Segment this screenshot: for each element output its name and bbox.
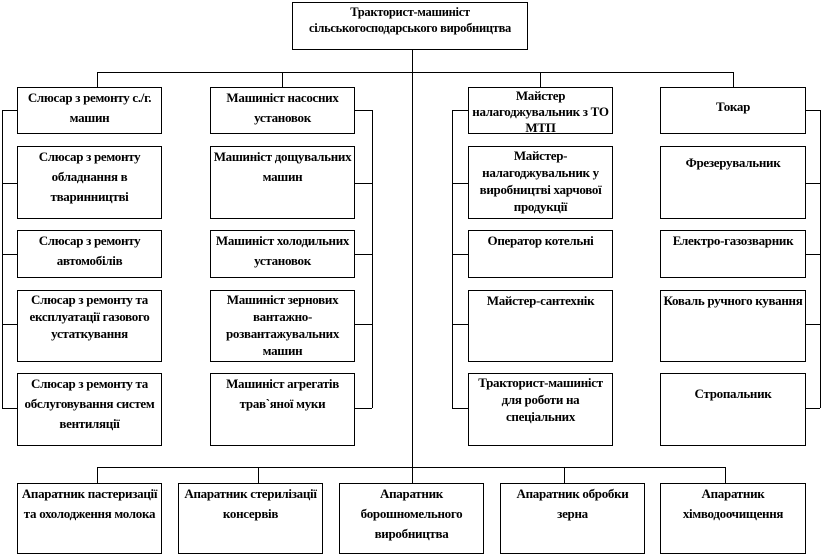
col1-box-1: Слюсар з ремонту обладнання в тваринницт… — [17, 146, 162, 219]
connector — [2, 254, 17, 255]
connector — [806, 110, 820, 111]
connector — [452, 110, 468, 111]
col4-box-3: Коваль ручного кування — [660, 290, 806, 362]
root-box: Тракторист-машиніст сільськогосподарсько… — [292, 2, 528, 50]
col3-box-3: Майстер-сантехнік — [468, 290, 613, 362]
connector — [355, 183, 372, 184]
connector — [806, 254, 820, 255]
connector — [355, 408, 372, 409]
top-bus-line — [97, 72, 734, 73]
connector — [806, 324, 820, 325]
trunk-line — [412, 49, 413, 467]
bracket-col1 — [2, 110, 3, 408]
connector — [452, 183, 468, 184]
col1-box-2: Слюсар з ремонту автомобілів — [17, 230, 162, 278]
connector — [2, 183, 17, 184]
bottom-bus-line — [97, 467, 726, 468]
top-box-3: Майстер налагоджувальник з ТО МТП — [468, 87, 613, 134]
col3-box-4: Тракторист-машиніст для роботи на спеціа… — [468, 373, 613, 446]
col2-box-1: Машиніст дощувальних машин — [210, 146, 355, 219]
col4-box-1: Фрезерувальник — [660, 146, 806, 219]
col4-box-2: Електро-газозварник — [660, 230, 806, 278]
bottom-box-2: Апаратник стерилізації консервів — [178, 483, 323, 554]
bracket-col4 — [820, 110, 821, 408]
connector — [2, 408, 17, 409]
connector — [355, 324, 372, 325]
connector — [725, 467, 726, 483]
connector — [258, 467, 259, 483]
connector — [97, 72, 98, 87]
col1-box-3: Слюсар з ремонту та експлуатації газовог… — [17, 290, 162, 362]
connector — [412, 467, 413, 483]
connector — [452, 324, 468, 325]
col2-box-3: Машиніст зернових вантажно-розвантажувал… — [210, 290, 355, 362]
col2-box-2: Машиніст холодильних установок — [210, 230, 355, 278]
col4-box-4: Стропальник — [660, 373, 806, 446]
top-box-1: Слюсар з ремонту с./г. машин — [17, 87, 162, 134]
connector — [282, 72, 283, 87]
connector — [806, 408, 820, 409]
col3-box-1: Майстер-налагоджувальник у виробництві х… — [468, 146, 613, 219]
connector — [806, 183, 820, 184]
col2-box-4: Машиніст агрегатів трав`яної муки — [210, 373, 355, 446]
connector — [540, 72, 541, 87]
connector — [2, 110, 17, 111]
bottom-box-3: Апаратник борошномельного виробництва — [339, 483, 484, 554]
col1-box-4: Слюсар з ремонту та обслуговування систе… — [17, 373, 162, 446]
bottom-box-1: Апаратник пастеризації та охолодження мо… — [17, 483, 162, 554]
bottom-box-4: Апаратник обробки зерна — [500, 483, 645, 554]
connector — [733, 72, 734, 87]
bracket-col2 — [372, 110, 373, 408]
connector — [452, 254, 468, 255]
top-box-4: Токар — [660, 87, 806, 134]
connector — [355, 110, 372, 111]
connector — [355, 254, 372, 255]
connector — [452, 408, 468, 409]
col3-box-2: Оператор котельні — [468, 230, 613, 278]
connector — [564, 467, 565, 483]
bottom-box-5: Апаратник хімводоочищення — [660, 483, 806, 554]
top-box-2: Машиніст насосних установок — [210, 87, 355, 134]
bracket-col3 — [452, 110, 453, 408]
connector — [97, 467, 98, 483]
connector — [2, 324, 17, 325]
